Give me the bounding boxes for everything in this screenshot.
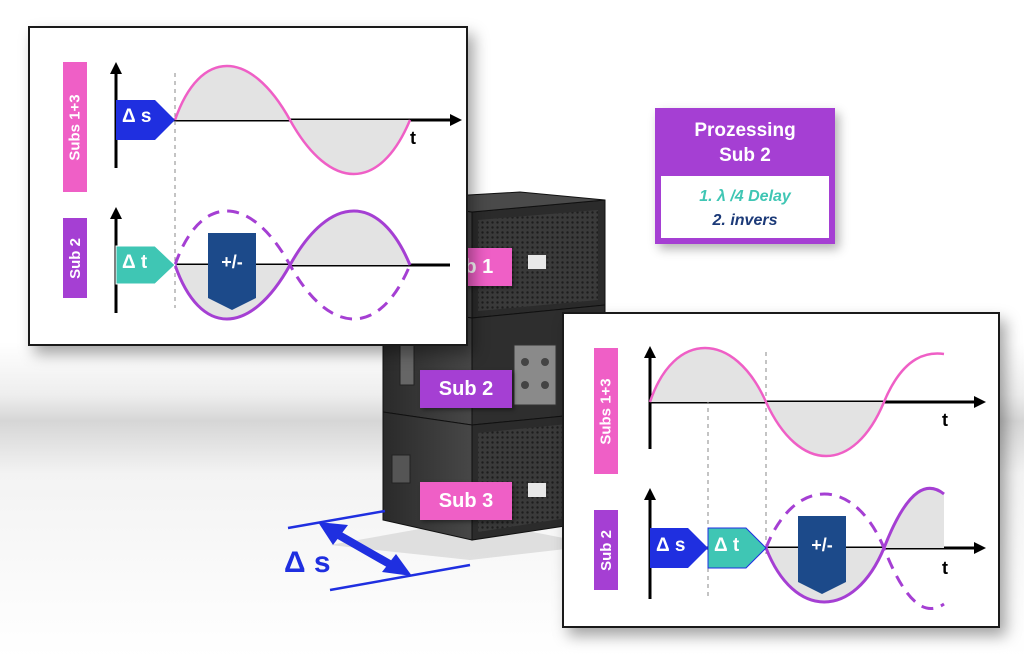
cabinet-label-sub3: Sub 3 — [420, 482, 512, 520]
delta-s-tag — [650, 528, 708, 568]
processing-step-delay: 1. λ /4 Delay — [699, 188, 791, 205]
row-label-subs13: Subs 1+3 — [594, 348, 618, 474]
processing-box: Prozessing Sub 2 1. λ /4 Delay 2. invers — [655, 108, 835, 244]
cabinet-label-sub2: Sub 2 — [420, 370, 512, 408]
invert-label: +/- — [221, 252, 243, 272]
waveform-plot-top — [110, 62, 462, 321]
delta-s-label: Δ s — [656, 535, 686, 556]
invert-tag — [208, 233, 256, 310]
processing-step-invert: 2. invers — [712, 212, 778, 229]
delta-t-tag — [707, 527, 767, 569]
processing-steps: 1. λ /4 Delay 2. invers — [661, 176, 829, 238]
waveform-plot-bottom — [644, 346, 986, 610]
floor-distance-label: Δ s — [284, 546, 331, 579]
row-label-sub2: Sub 2 — [594, 510, 618, 590]
delta-s-tag — [116, 100, 175, 140]
phase-panel-top: Subs 1+3 Sub 2 Δ s Δ t +/- t — [28, 26, 468, 346]
processing-title: Prozessing Sub 2 — [694, 120, 796, 166]
row-label-subs13: Subs 1+3 — [63, 62, 87, 192]
delta-t-tag — [115, 245, 176, 285]
delta-t-label: Δ t — [122, 252, 148, 273]
time-axis-label: t — [410, 128, 416, 148]
row-label-sub2: Sub 2 — [63, 218, 87, 298]
time-axis-label-2: t — [942, 558, 948, 578]
delta-t-label: Δ t — [714, 535, 740, 556]
invert-label: +/- — [811, 535, 833, 555]
invert-tag — [798, 516, 846, 594]
time-axis-label: t — [942, 410, 948, 430]
delta-s-label: Δ s — [122, 106, 152, 127]
phase-panel-bottom: Subs 1+3 Sub 2 Δ s Δ t +/- t t — [562, 312, 1000, 628]
